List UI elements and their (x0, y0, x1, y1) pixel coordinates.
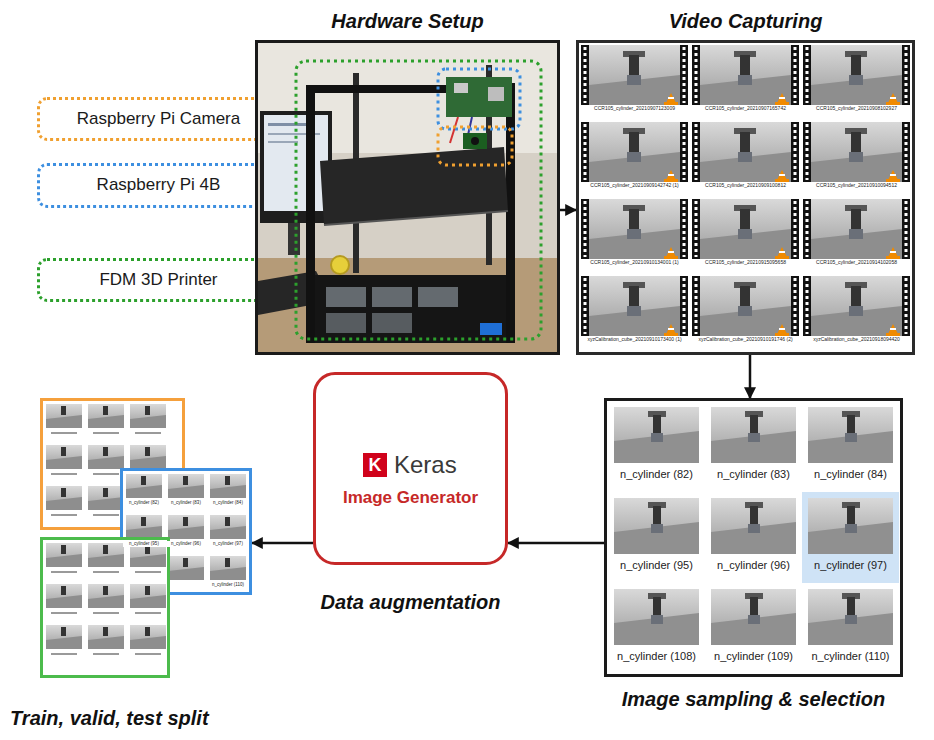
device-key: Raspberry Pi Camera (37, 97, 280, 141)
augmentation-box: KKerasImage GeneratorData augmentation (313, 372, 508, 565)
video-filename: CCR105_cylinder_20210915095658 (690, 259, 801, 266)
video-filename: CCR105_cylinder_20210910134001 (1) (579, 259, 690, 266)
tool-name: Image Generator (316, 488, 505, 508)
video-filename: CCR105_cylinder_20210914102058 (801, 259, 912, 266)
logo-wordmark: Keras (394, 452, 457, 478)
image-filename: n_cylinder (82) (608, 468, 705, 481)
video-filename: CCR105_cylinder_20210907165742 (690, 105, 801, 112)
sampled-images (607, 401, 900, 674)
device-key: Raspberry Pi 4B (37, 163, 280, 208)
video-filename: CCR105_cylinder_20210909142742 (1) (579, 182, 690, 189)
image-filename: n_cylinder (97) (207, 541, 249, 547)
image-filename: n_cylinder (95) (608, 559, 705, 572)
video-filename: CCR105_cylinder_20210910094512 (801, 182, 912, 189)
video-filename: xyzCalibration_cube_20210910191746 (2) (690, 336, 801, 343)
image-filename: n_cylinder (108) (608, 650, 705, 663)
video-filename: CCR105_cylinder_20210908102927 (801, 105, 912, 112)
device-label: Raspberry Pi 4B (40, 175, 277, 195)
video-thumbnails (579, 43, 912, 352)
device-label: FDM 3D Printer (40, 270, 277, 290)
split-group: Train, valid, test splitn_cylinder (82)n… (40, 398, 252, 678)
image-filename: n_cylinder (84) (802, 468, 899, 481)
device-key: FDM 3D Printer (37, 258, 280, 302)
hardware-photo (258, 43, 557, 352)
section-heading: Data augmentation (266, 590, 555, 614)
image-filename: n_cylinder (82) (123, 500, 165, 506)
video-panel: Video CapturingCCR105_cylinder_202109071… (576, 40, 915, 355)
image-filename: n_cylinder (109) (705, 650, 802, 663)
image-filename: n_cylinder (95) (123, 541, 165, 547)
video-filename: CCR105_cylinder_20210909100812 (690, 182, 801, 189)
flow-arrow (749, 355, 752, 398)
flow-arrow (560, 209, 576, 212)
image-filename: n_cylinder (96) (165, 541, 207, 547)
device-label: Raspberry Pi Camera (40, 109, 277, 129)
image-filename: n_cylinder (84) (207, 500, 249, 506)
image-filename: n_cylinder (97) (802, 559, 899, 572)
section-heading: Hardware Setup (218, 9, 597, 33)
photo-panel: Hardware Setup (255, 40, 560, 355)
image-filename: n_cylinder (110) (207, 582, 249, 588)
section-heading: Train, valid, test split (10, 706, 310, 730)
video-filename: xyzCalibration_cube_20210910173400 (1) (579, 336, 690, 343)
image-panel: Image sampling & selectionn_cylinder (82… (604, 398, 903, 677)
image-filename: n_cylinder (96) (705, 559, 802, 572)
flow-arrow (252, 542, 313, 545)
section-heading: Video Capturing (549, 9, 934, 33)
flow-arrow (508, 542, 604, 545)
section-heading: Image sampling & selection (567, 687, 934, 711)
logo-letter: K (363, 453, 387, 477)
image-filename: n_cylinder (83) (165, 500, 207, 506)
dataset-split (40, 398, 252, 678)
image-filename: n_cylinder (83) (705, 468, 802, 481)
image-filename: n_cylinder (110) (802, 650, 899, 663)
video-filename: xyzCalibration_cube_20210918094420 (801, 336, 912, 343)
video-filename: CCR105_cylinder_20210907123009 (579, 105, 690, 112)
